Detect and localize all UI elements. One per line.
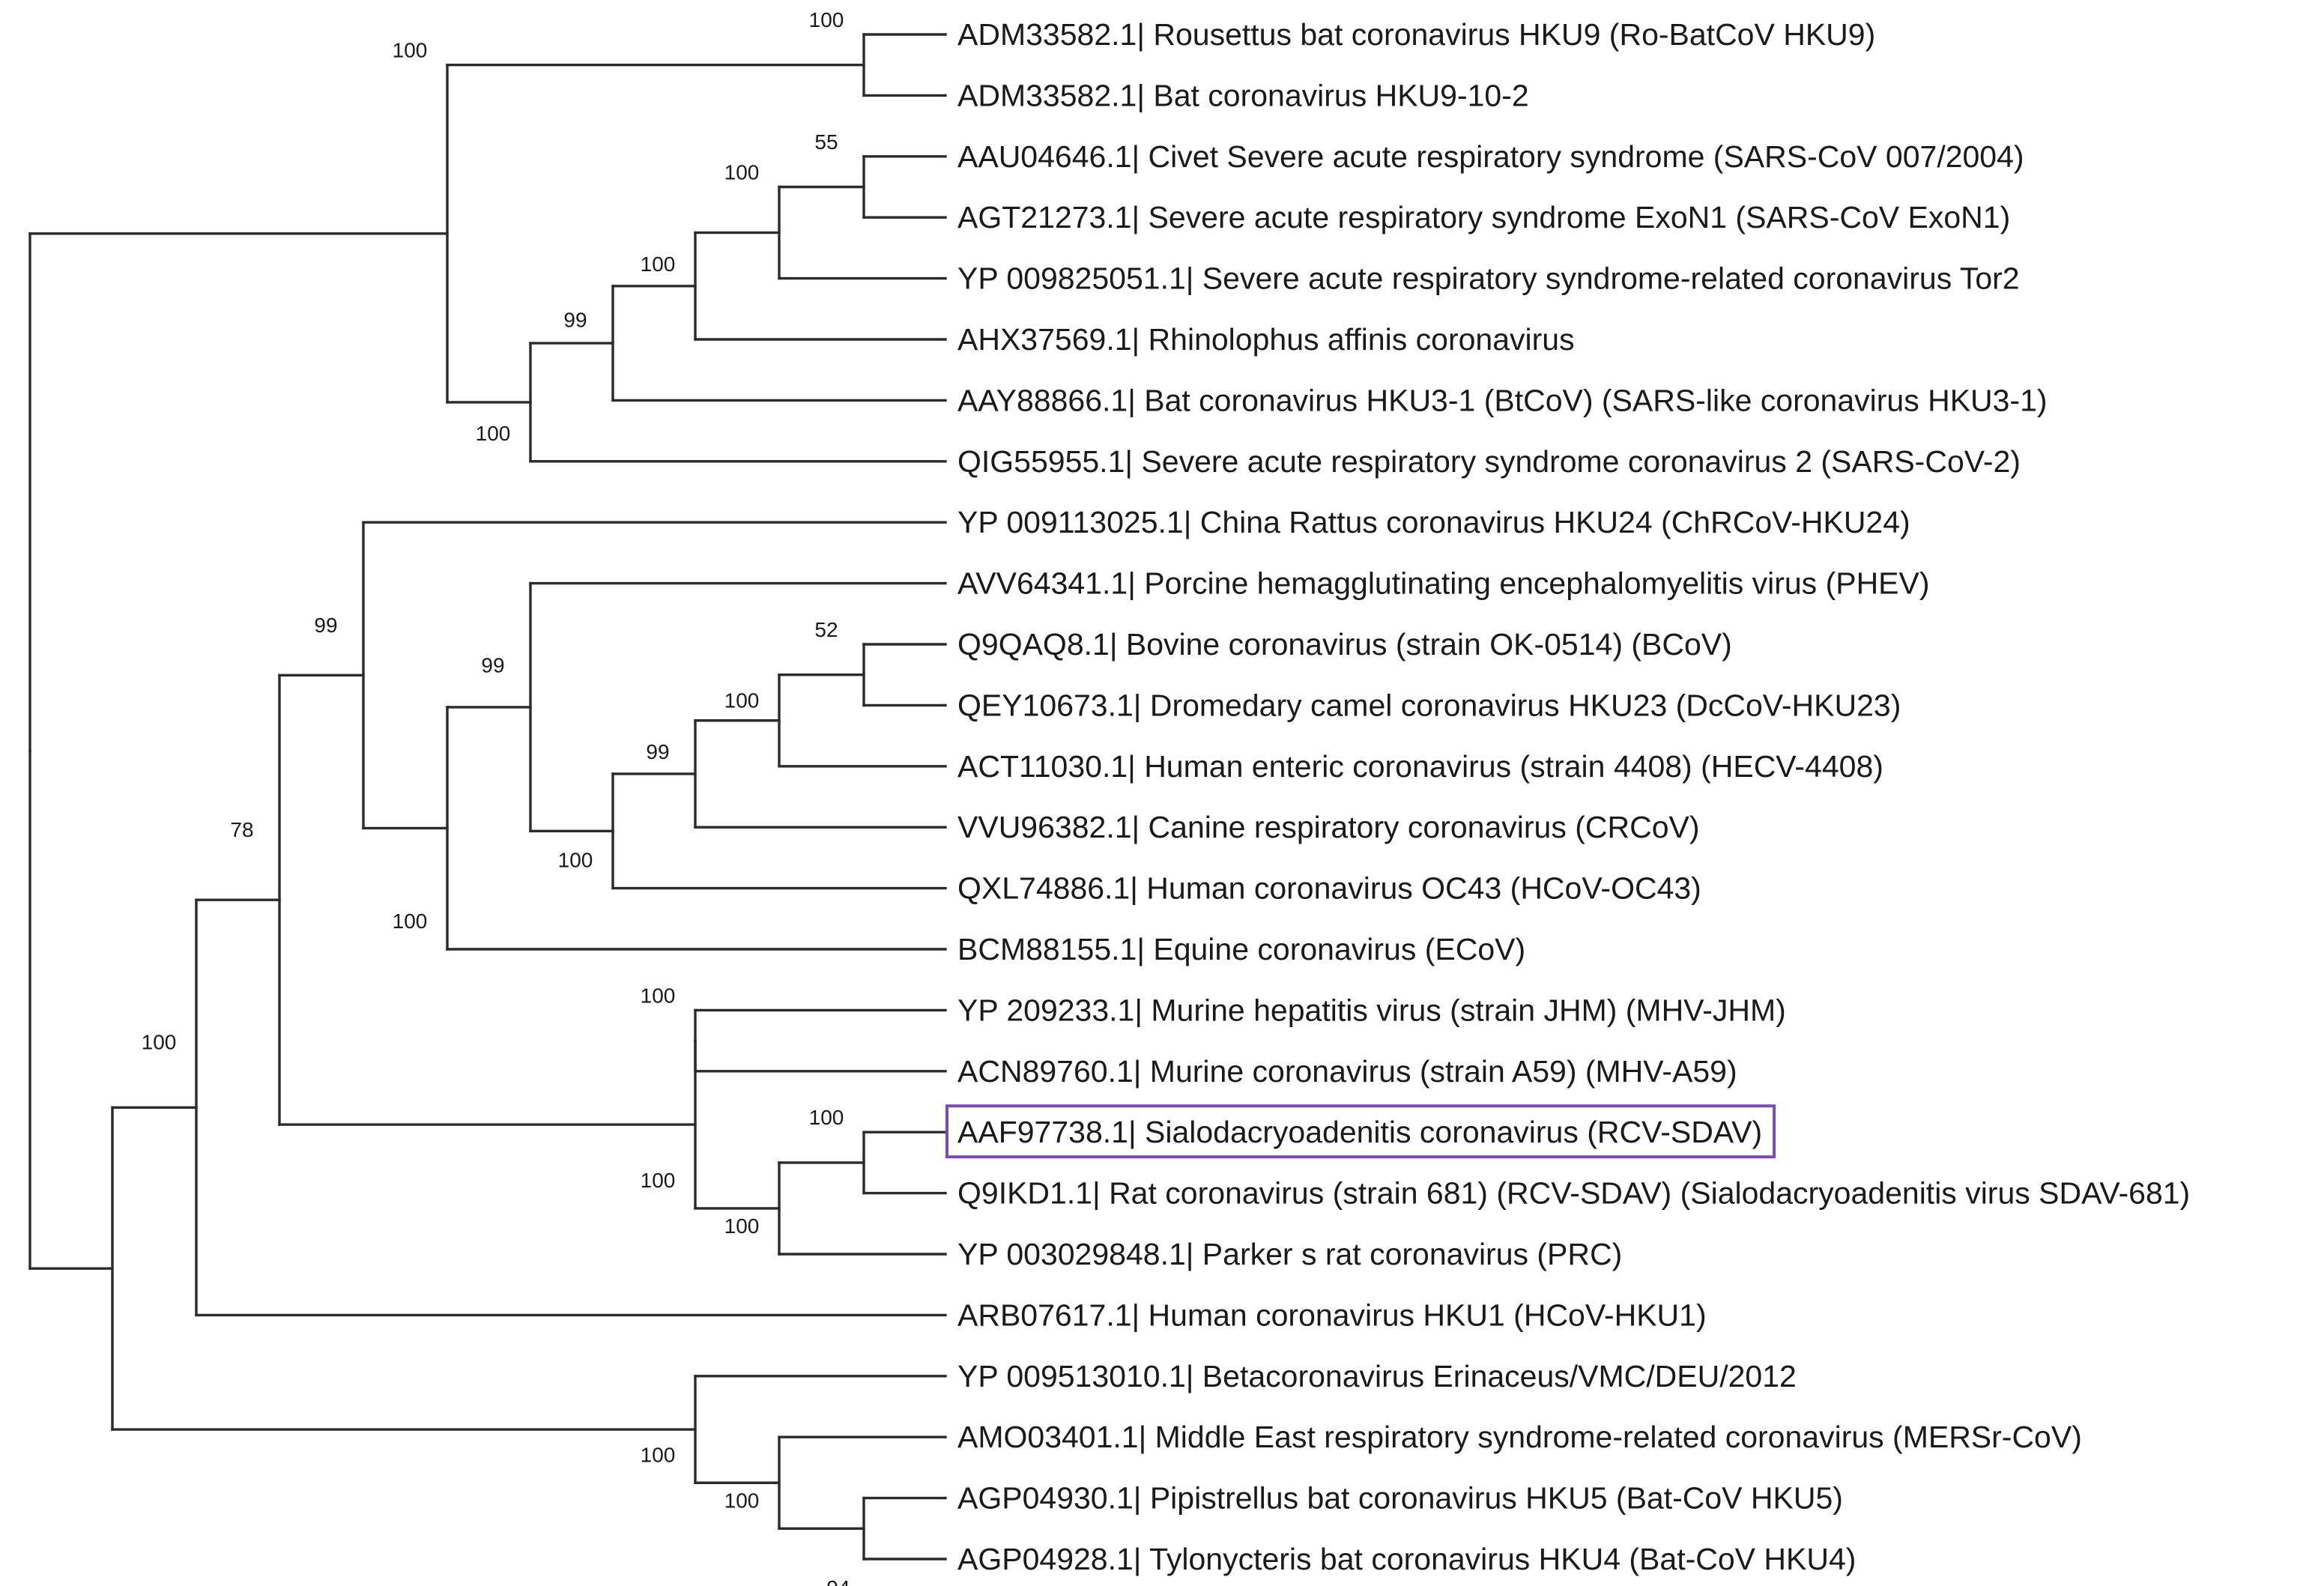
support-value-n14: 99 <box>314 614 337 637</box>
support-value-n3: 100 <box>724 161 760 184</box>
support-value-n8: 52 <box>814 618 838 641</box>
support-value-n13: 100 <box>393 909 428 933</box>
support-value-n5: 99 <box>563 309 587 332</box>
leaf-label-l11: Q9QAQ8.1| Bovine coronavirus (strain OK-… <box>957 627 1732 662</box>
support-value-n7: 100 <box>393 39 428 62</box>
support-value-n11: 100 <box>558 849 593 872</box>
leaf-label-l14: VVU96382.1| Canine respiratory coronavir… <box>957 810 1700 844</box>
tree-branches <box>28 33 947 1561</box>
support-value-n10: 99 <box>646 740 669 763</box>
leaf-label-l17: YP 209233.1| Murine hepatitis virus (str… <box>957 993 1786 1027</box>
leaf-label-l8: QIG55955.1| Severe acute respiratory syn… <box>957 444 2021 479</box>
support-value-n9: 100 <box>724 689 760 712</box>
support-value-n6: 100 <box>476 422 511 445</box>
support-value-n2: 55 <box>814 130 838 154</box>
leaf-label-l21: YP 003029848.1| Parker s rat coronavirus… <box>957 1237 1622 1271</box>
support-value-n21: 94 <box>826 1576 850 1586</box>
leaf-label-l6: AHX37569.1| Rhinolophus affinis coronavi… <box>957 322 1575 357</box>
leaf-label-l5: YP 009825051.1| Severe acute respiratory… <box>957 261 2020 296</box>
leaf-label-l10: AVV64341.1| Porcine hemagglutinating enc… <box>957 566 1930 601</box>
bootstrap-support-values: 100 55 100 100 99 100 100 52 100 99 100 99 100 99 100 1… <box>142 8 850 1586</box>
leaf-label-l23: YP 009513010.1| Betacoronavirus Erinaceu… <box>957 1359 1797 1393</box>
leaf-label-l4: AGT21273.1| Severe acute respiratory syn… <box>957 200 2010 234</box>
leaf-label-l7: AAY88866.1| Bat coronavirus HKU3-1 (BtCo… <box>957 383 2048 417</box>
leaf-label-l26: AGP04928.1| Tylonycteris bat coronavirus… <box>957 1542 1856 1576</box>
leaf-labels: ADM33582.1| Rousettus bat coronavirus HK… <box>945 17 2190 1576</box>
support-value-n17: 100 <box>724 1214 760 1238</box>
leaf-label-l2: ADM33582.1| Bat coronavirus HKU9-10-2 <box>957 78 1529 112</box>
support-value-n22: 100 <box>724 1489 760 1512</box>
leaf-label-l24: AMO03401.1| Middle East respiratory synd… <box>957 1420 2082 1454</box>
leaf-label-l19: AAF97738.1| Sialodacryoadenitis coronavi… <box>957 1115 1762 1149</box>
leaf-label-l16: BCM88155.1| Equine coronavirus (ECoV) <box>957 932 1525 966</box>
support-value-n15: 100 <box>641 984 676 1007</box>
highlight-box <box>945 1104 1776 1159</box>
leaf-label-l18: ACN89760.1| Murine coronavirus (strain A… <box>957 1054 1737 1089</box>
leaf-label-l12: QEY10673.1| Dromedary camel coronavirus … <box>957 688 1901 722</box>
support-value-n12: 99 <box>481 654 504 677</box>
support-value-n18: 100 <box>641 1169 676 1192</box>
support-value-n1: 100 <box>809 8 844 31</box>
support-value-n4: 100 <box>641 252 676 276</box>
support-value-n16: 100 <box>809 1106 844 1129</box>
support-value-n19: 78 <box>230 818 253 841</box>
leaf-label-l3: AAU04646.1| Civet Severe acute respirato… <box>957 139 2024 174</box>
leaf-label-l9: YP 009113025.1| China Rattus coronavirus… <box>957 505 1910 539</box>
leaf-label-l1: ADM33582.1| Rousettus bat coronavirus HK… <box>957 17 1875 52</box>
leaf-label-l15: QXL74886.1| Human coronavirus OC43 (HCoV… <box>957 871 1701 906</box>
leaf-label-l13: ACT11030.1| Human enteric coronavirus (s… <box>957 749 1883 784</box>
support-value-n23: 100 <box>641 1443 676 1466</box>
support-value-n20: 100 <box>142 1031 177 1054</box>
leaf-label-l25: AGP04930.1| Pipistrellus bat coronavirus… <box>957 1481 1843 1516</box>
leaf-label-l20: Q9IKD1.1| Rat coronavirus (strain 681) (… <box>957 1176 2190 1211</box>
leaf-label-l22: ARB07617.1| Human coronavirus HKU1 (HCoV… <box>957 1298 1707 1332</box>
